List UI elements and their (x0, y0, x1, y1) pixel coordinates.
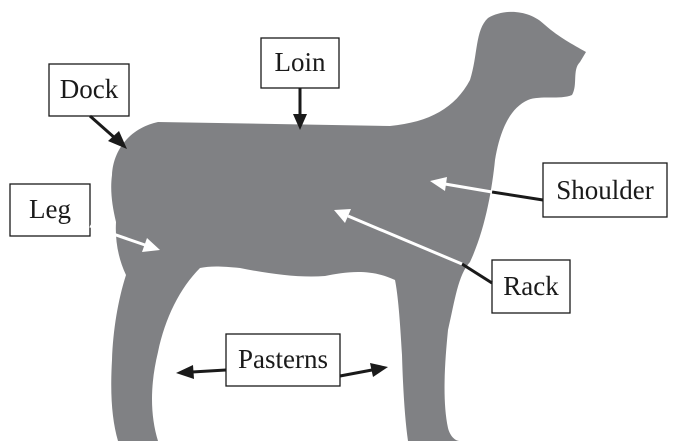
label-rack: Rack (492, 260, 570, 313)
label-rack-text: Rack (503, 271, 559, 301)
label-shoulder: Shoulder (543, 163, 667, 217)
label-loin: Loin (261, 38, 339, 88)
arrow-pasterns-left (176, 365, 226, 379)
label-pasterns: Pasterns (226, 334, 340, 386)
arrow-pasterns-right (340, 363, 388, 377)
label-leg: Leg (10, 184, 90, 236)
arrow-dock (90, 116, 127, 149)
label-loin-text: Loin (275, 47, 326, 77)
lamb-silhouette (111, 12, 586, 441)
label-pasterns-text: Pasterns (238, 344, 328, 374)
label-leg-text: Leg (29, 194, 71, 224)
label-dock-text: Dock (60, 74, 119, 104)
label-shoulder-text: Shoulder (556, 175, 654, 205)
arrow-loin (293, 88, 307, 130)
label-dock: Dock (49, 64, 129, 116)
